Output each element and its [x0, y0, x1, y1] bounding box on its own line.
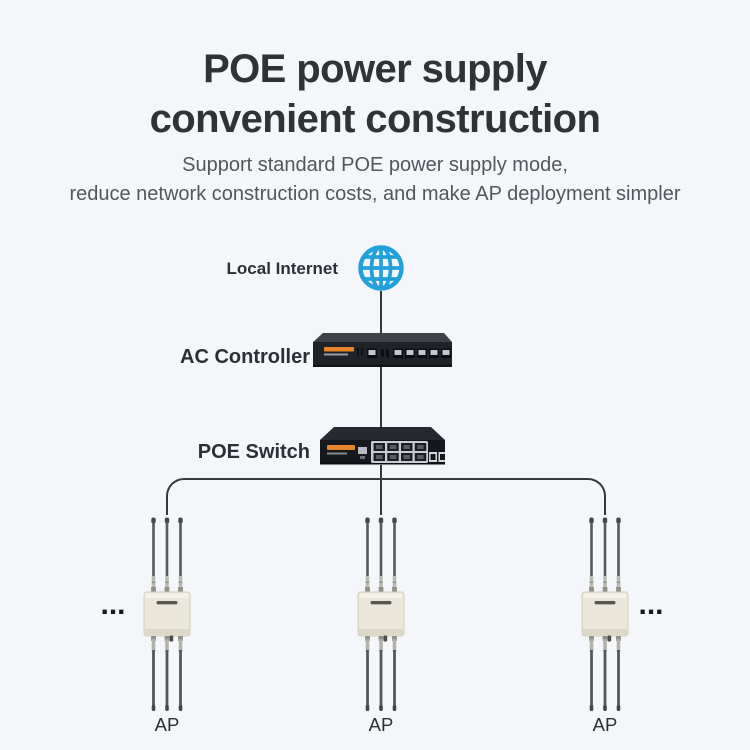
ap-device-image-2 [346, 517, 416, 713]
page-title: POE power supply convenient construction [0, 44, 750, 144]
connector-switch-to-ap [380, 465, 382, 515]
page-title-line1: POE power supply [203, 47, 547, 91]
page-subtitle-line1: Support standard POE power supply mode, [182, 154, 568, 176]
connector-controller-to-switch [380, 365, 382, 435]
switch-brand-logo [327, 445, 355, 450]
switch-poe-ports [371, 441, 428, 463]
globe-icon [358, 245, 404, 291]
more-aps-ellipsis-right: ... [638, 588, 664, 621]
ap-device-image-1 [132, 517, 202, 713]
ap-label-1: AP [154, 714, 180, 735]
page-subtitle-line2: reduce network construction costs, and m… [69, 183, 681, 205]
page-subtitle: Support standard POE power supply mode, … [0, 151, 750, 209]
ac-controller-device-image [313, 333, 452, 367]
connector-internet-to-controller [380, 291, 382, 335]
local-internet-label: Local Internet [226, 259, 338, 278]
connector-branch-to-aps [166, 478, 606, 515]
switch-uplink-ports [429, 452, 445, 462]
controller-brand-logo [324, 347, 354, 352]
ac-controller-label: AC Controller [180, 346, 310, 368]
poe-switch-device-image [320, 427, 445, 465]
poe-switch-label: POE Switch [197, 441, 310, 463]
page-title-line2: convenient construction [149, 97, 601, 141]
ap-label-2: AP [368, 714, 394, 735]
more-aps-ellipsis-left: ... [100, 588, 126, 621]
controller-ports [367, 348, 451, 358]
ap-label-3: AP [592, 714, 618, 735]
